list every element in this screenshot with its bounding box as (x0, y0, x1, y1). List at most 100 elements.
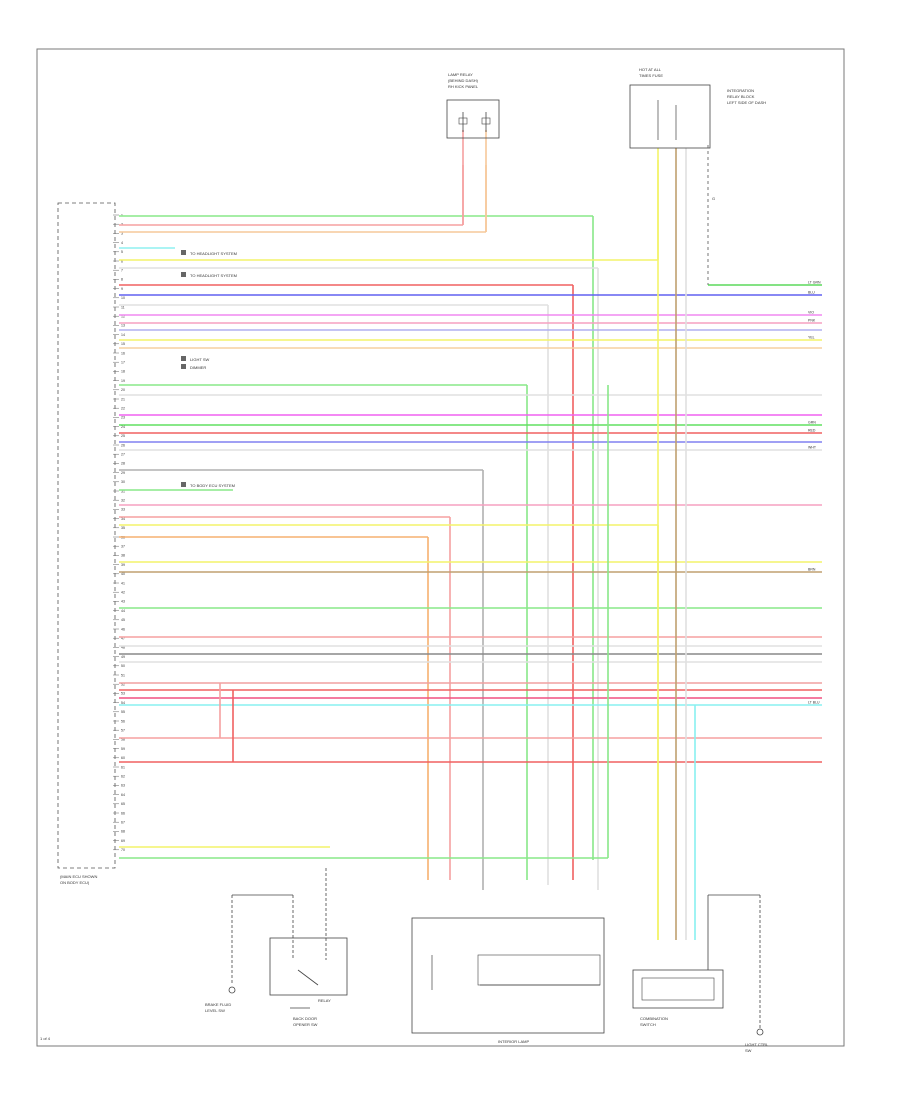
ecu-pin-number: 25 (121, 434, 125, 438)
ecu-pin-number: 33 (121, 508, 125, 512)
bottom-component-4-line-1: COMBINATION (640, 1016, 668, 1021)
ecu-pin-number: 55 (121, 710, 125, 714)
ecu-pin-column: 1234567891011121314151617181920212223242… (113, 213, 125, 852)
ecu-pin-number: 11 (121, 305, 125, 309)
ecu-pin-number: 43 (121, 600, 125, 604)
ecu-pin-number: 12 (121, 315, 125, 319)
right-wire-label: WHT (808, 446, 817, 450)
ecu-pin-number: 68 (121, 830, 125, 834)
back-door-opener-switch: BACK DOOR OPENER SW RELAY (269, 868, 348, 1027)
brake-fluid-switch: BRAKE FLUID LEVEL SW (205, 894, 293, 1013)
ecu-label-1: (MAIN ECU SHOWN (60, 874, 97, 879)
top-component-3-line-3: LEFT SIDE OF DASH (727, 100, 766, 105)
ecu-pin-number: 52 (121, 683, 125, 687)
ecu-pin-number: 6 (121, 259, 123, 263)
bottom-component-1-line-2: LEVEL SW (205, 1008, 225, 1013)
ecu-block: (MAIN ECU SHOWN ON BODY ECU) (57, 202, 116, 885)
ecu-pin-number: 69 (121, 839, 125, 843)
ecu-pin-number: 13 (121, 324, 125, 328)
ecu-pin-number: 62 (121, 775, 125, 779)
ecu-pin-number: 17 (121, 361, 125, 365)
ground-label: G (712, 196, 715, 201)
wire-notes: TO HEADLIGHT SYSTEM TO HEADLIGHT SYSTEM … (181, 250, 237, 488)
ecu-pin-number: 26 (121, 443, 125, 447)
ecu-pin-number: 8 (121, 278, 123, 282)
bottom-component-5-line-1: LIGHT CTRL (745, 1042, 769, 1047)
ecu-pin-number: 57 (121, 729, 125, 733)
ecu-pin-number: 35 (121, 526, 125, 530)
ecu-pin-number: 41 (121, 581, 125, 585)
note-label-2: TO HEADLIGHT SYSTEM (190, 273, 237, 278)
ecu-pin-number: 44 (121, 609, 125, 613)
ecu-pin-number: 38 (121, 554, 125, 558)
ecu-pin-number: 14 (121, 333, 125, 337)
ecu-pin-number: 45 (121, 618, 125, 622)
ecu-pin-number: 67 (121, 821, 125, 825)
ecu-pin-number: 18 (121, 370, 125, 374)
note-label-3: LIGHT SW (190, 357, 209, 362)
ecu-pin-number: 46 (121, 627, 125, 631)
wire-bundle (119, 130, 822, 940)
ecu-pin-number: 42 (121, 591, 125, 595)
ecu-pin-number: 59 (121, 747, 125, 751)
ecu-pin-number: 60 (121, 756, 125, 760)
bottom-component-2-line-1: BACK DOOR (293, 1016, 317, 1021)
ecu-pin-number: 63 (121, 784, 125, 788)
relay-label: RELAY (318, 998, 331, 1003)
ecu-pin-number: 21 (121, 397, 125, 401)
ground-symbol: G (707, 145, 822, 286)
top-component-3-line-1: INTEGRATION (727, 88, 754, 93)
ecu-pin-number: 19 (121, 379, 125, 383)
ecu-pin-number: 9 (121, 287, 123, 291)
bottom-component-5-line-2: SW (745, 1048, 752, 1053)
bottom-component-1-line-1: BRAKE FLUID (205, 1002, 231, 1007)
top-component-1-line-1: LAMP RELAY (448, 72, 473, 77)
ecu-pin-number: 47 (121, 637, 125, 641)
ecu-pin-number: 48 (121, 646, 125, 650)
lamp-relay-component: LAMP RELAY (BEHIND DASH) RH KICK PANEL (446, 72, 500, 139)
top-component-1-line-3: RH KICK PANEL (448, 84, 479, 89)
top-component-2-line-2: TIMES FUSE (639, 73, 663, 78)
ecu-pin-number: 66 (121, 811, 125, 815)
right-wire-label: YEL (808, 336, 815, 340)
right-wire-label: GRN (808, 421, 816, 425)
note-label-5: TO BODY ECU SYSTEM (190, 483, 235, 488)
ecu-pin-number: 34 (121, 517, 125, 521)
ecu-pin-number: 40 (121, 572, 125, 576)
bottom-component-4-line-2: SWITCH (640, 1022, 656, 1027)
ecu-pin-number: 4 (121, 241, 123, 245)
ecu-pin-number: 56 (121, 719, 125, 723)
bottom-component-2-line-2: OPENER SW (293, 1022, 318, 1027)
ecu-label-2: ON BODY ECU) (60, 880, 90, 885)
ecu-pin-number: 54 (121, 701, 125, 705)
ecu-pin-number: 16 (121, 351, 125, 355)
ecu-pin-number: 37 (121, 545, 125, 549)
interior-lamp: INTERIOR LAMP (411, 917, 605, 1044)
ecu-pin-number: 15 (121, 342, 125, 346)
top-component-1-line-2: (BEHIND DASH) (448, 78, 479, 83)
bottom-component-3-line-1: INTERIOR LAMP (498, 1039, 529, 1044)
ecu-pin-number: 27 (121, 453, 125, 457)
note-label-1: TO HEADLIGHT SYSTEM (190, 251, 237, 256)
top-component-3-line-2: RELAY BLOCK (727, 94, 755, 99)
ecu-pin-number: 39 (121, 563, 125, 567)
ecu-pin-number: 70 (121, 848, 125, 852)
right-wire-label: LT GRN (808, 281, 821, 285)
ecu-pin-number: 49 (121, 655, 125, 659)
combination-switch: COMBINATION SWITCH (632, 969, 724, 1027)
light-control-switch: LIGHT CTRL SW (707, 894, 769, 1053)
ecu-pin-number: 61 (121, 765, 125, 769)
right-wire-label: BLU (808, 291, 815, 295)
ecu-pin-number: 24 (121, 425, 125, 429)
ecu-pin-number: 28 (121, 462, 125, 466)
diagram-frame (36, 48, 845, 1047)
ecu-pin-number: 64 (121, 793, 125, 797)
ecu-pin-number: 30 (121, 480, 125, 484)
note-label-4: DIMMER (190, 365, 206, 370)
ecu-pin-number: 5 (121, 250, 123, 254)
ecu-pin-number: 58 (121, 738, 125, 742)
ecu-pin-number: 50 (121, 664, 125, 668)
right-wire-label: RED (808, 429, 816, 433)
